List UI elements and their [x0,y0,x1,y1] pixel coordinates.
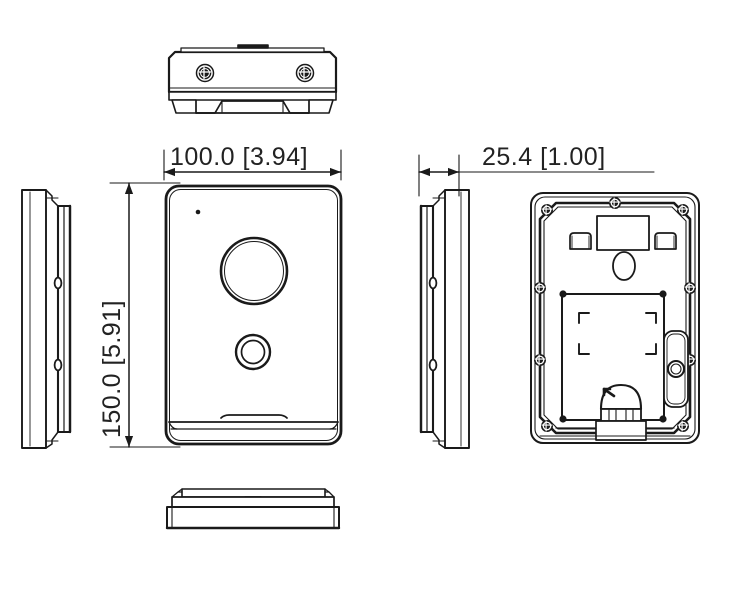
screw-boss-tr [676,204,690,216]
screw-boss-bl [540,419,554,433]
screw-boss-left-1 [533,281,547,295]
right-tab-slot [654,232,677,250]
fixing-screw-left [195,63,215,83]
screw-boss-left-2 [533,353,547,367]
camera-lens [219,236,289,306]
screw-boss-tl [540,204,554,216]
dimension-width-label: 100.0 [3.94] [170,143,308,171]
cable-gland-dome [599,383,643,411]
bottom-view [165,488,341,530]
dimension-depth [418,154,655,197]
oval-keyhole [612,251,636,281]
screw-boss-right-1 [683,281,697,295]
left-side-view [21,189,72,449]
dimension-depth-label: 25.4 [1.00] [482,143,606,171]
screw-boss-br [676,419,690,433]
screw-boss-top [608,197,622,209]
dimension-height [109,182,181,448]
mounting-plate-cutout [596,215,650,251]
rear-view [530,192,700,444]
dimension-width [163,149,342,181]
left-tab-slot [569,232,592,250]
fixing-screw-right [295,63,315,83]
microphone-hole [195,209,201,215]
right-side-view [419,189,470,449]
front-view [164,184,343,446]
dimension-height-label: 150.0 [5.91] [98,300,126,438]
bracket-corner-marks [578,312,657,355]
top-view [167,44,338,114]
